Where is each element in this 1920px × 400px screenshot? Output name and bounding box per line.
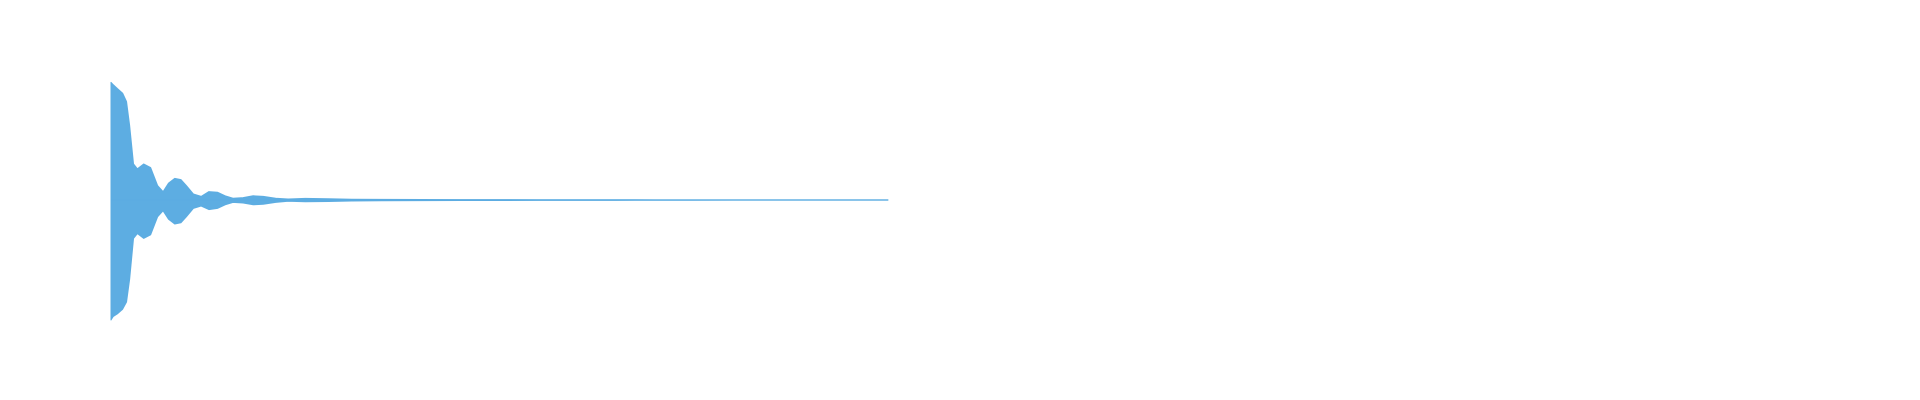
waveform-envelope-series-0 — [110, 81, 889, 321]
